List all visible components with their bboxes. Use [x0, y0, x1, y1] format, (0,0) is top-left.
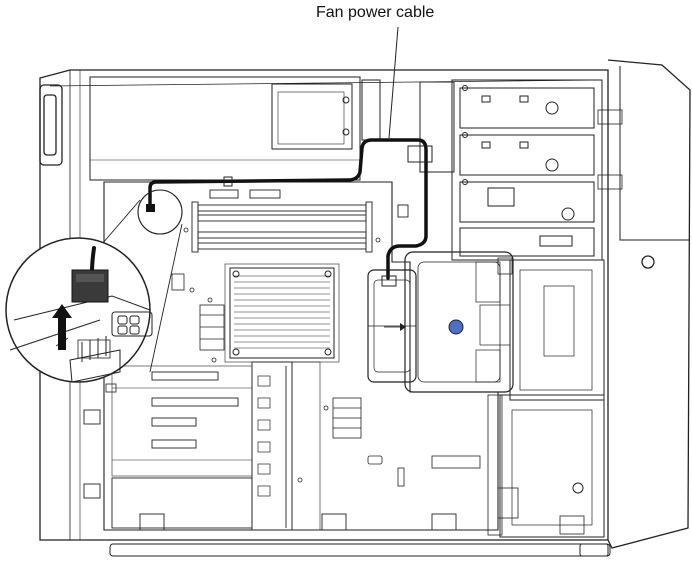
callout-fan-power-cable: Fan power cable: [316, 4, 435, 21]
power-supply-cage: [89, 76, 381, 181]
fan-power-cable: [148, 138, 428, 280]
chassis-tabs: [83, 369, 101, 499]
cpu-heatsink: [224, 263, 340, 363]
fan-hub: [448, 319, 464, 335]
chassis-screw: [641, 255, 655, 269]
zoom-line-top: [101, 199, 141, 245]
lower-right-bay: [487, 259, 605, 538]
cable-connector-fan: [381, 275, 397, 287]
cable-clip: [223, 176, 233, 187]
pcie-slots: [111, 361, 457, 531]
zoom-inset: [5, 237, 153, 393]
cable-connector-board: [146, 204, 155, 212]
zoom-line-bottom: [149, 223, 183, 373]
fan-assembly: [367, 251, 514, 393]
connector-highlight-circle: [137, 189, 183, 235]
drive-bay-area: [419, 79, 623, 261]
dimm-slots: [191, 189, 409, 253]
arrow-up-icon: [52, 304, 72, 350]
cable-routing-clip: [407, 145, 433, 163]
board-components: [171, 227, 481, 487]
